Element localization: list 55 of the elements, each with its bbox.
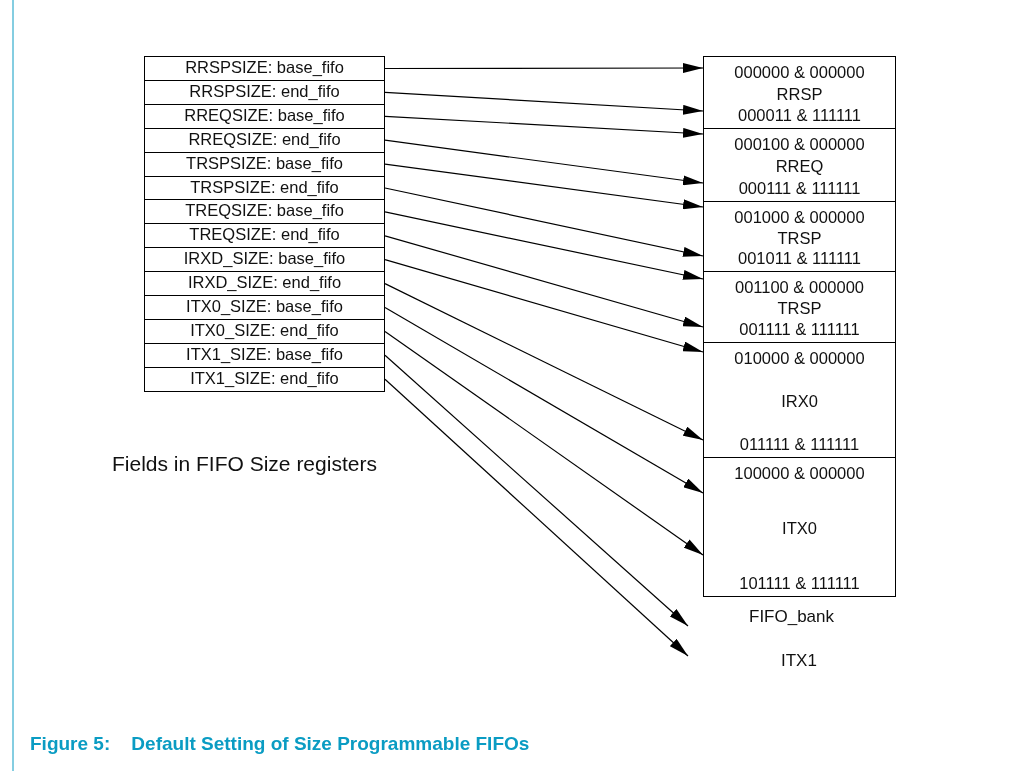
arrow [384, 306, 704, 494]
register-field-cell: ITX1_SIZE: base_fifo [144, 342, 385, 368]
fifo-name: IRX0 [781, 392, 818, 411]
arrow [384, 259, 704, 353]
arrow [384, 115, 704, 138]
arrow [384, 378, 689, 657]
register-field-cell: IRXD_SIZE: base_fifo [144, 247, 385, 273]
memory-block [703, 271, 896, 343]
address-text: 011111 & 111111 [739, 435, 860, 454]
memory-block [703, 201, 896, 272]
address-text: 010000 & 000000 [734, 349, 865, 368]
address-text: 000000 & 000000 [734, 63, 865, 82]
arrow [384, 211, 704, 280]
address-text: 100000 & 000000 [734, 464, 865, 483]
memory-block [703, 342, 896, 458]
register-field-cell: TREQSIZE: end_fifo [144, 223, 385, 249]
register-field-cell: TRSPSIZE: base_fifo [144, 151, 385, 177]
address-text: 001000 & 000000 [734, 208, 865, 227]
address-text: 000100 & 000000 [734, 135, 865, 154]
arrow [384, 163, 704, 210]
register-field-cell: ITX1_SIZE: end_fifo [144, 366, 385, 392]
memory-block [703, 128, 896, 202]
memory-block [703, 56, 896, 129]
bank-label: FIFO_bank [749, 607, 835, 627]
arrow [384, 187, 704, 257]
fifo-name: ITX0 [782, 519, 817, 538]
arrow [384, 330, 704, 556]
register-field-cell: RREQSIZE: base_fifo [144, 103, 385, 129]
fifo-name: TRSP [777, 299, 822, 318]
register-field-cell: IRXD_SIZE: end_fifo [144, 271, 385, 297]
register-field-cell: TREQSIZE: base_fifo [144, 199, 385, 225]
address-text: 001011 & 111111 [738, 249, 861, 268]
register-field-cell: ITX0_SIZE: base_fifo [144, 295, 385, 320]
fifo-name: RRSP [776, 84, 823, 104]
address-text: 101111 & 111111 [739, 574, 860, 593]
fifo-name: TRSP [777, 228, 822, 248]
register-field-cell: RRSPSIZE: base_fifo [144, 56, 385, 81]
register-caption: Fields in FIFO Size registers [112, 452, 377, 476]
arrow [384, 91, 704, 115]
arrow [384, 283, 704, 441]
arrow [384, 63, 704, 74]
register-field-cell: RREQSIZE: end_fifo [144, 127, 385, 153]
fifo-name: RREQ [775, 157, 824, 176]
address-text: 001111 & 111111 [739, 320, 860, 339]
fifo-name: ITX1 [781, 651, 817, 671]
register-field-cell: RRSPSIZE: end_fifo [144, 79, 385, 105]
figure-caption: Figure 5: Default Setting of Size Programmable FIFOs [30, 733, 530, 755]
address-text: 000011 & 111111 [738, 106, 861, 125]
register-field-cell: ITX0_SIZE: end_fifo [144, 318, 385, 344]
address-text: 000111 & 111111 [738, 179, 861, 198]
address-text: 001100 & 000000 [734, 278, 865, 297]
arrow [384, 139, 704, 186]
memory-block [703, 457, 896, 597]
arrow [384, 354, 689, 627]
arrow [384, 235, 704, 328]
